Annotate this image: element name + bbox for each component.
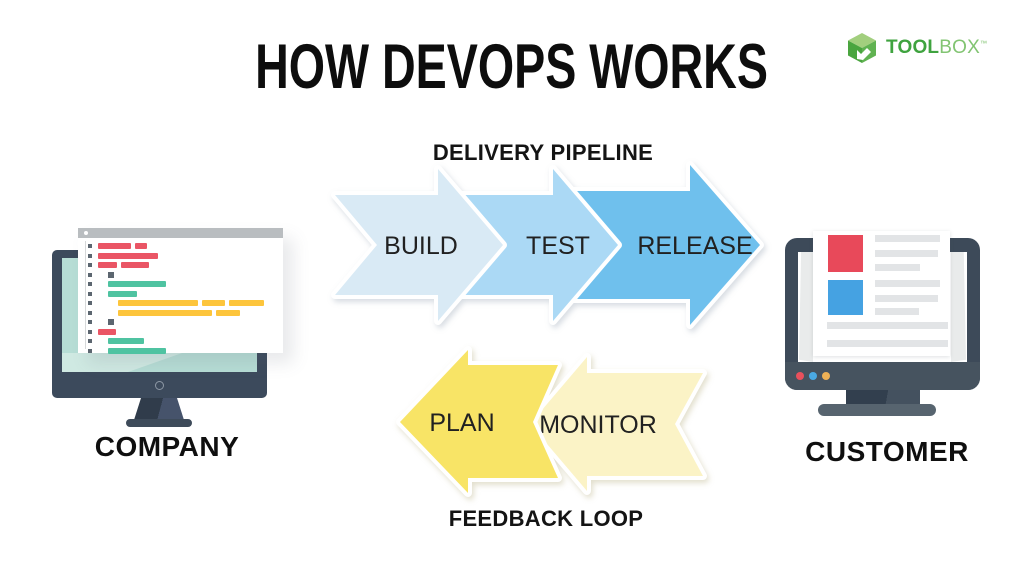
page-text-line [875,264,920,271]
code-text-bar [98,252,158,259]
page-text-line [875,308,919,315]
delivery-pipeline-arrows: RELEASE TEST BUILD [331,161,764,329]
release-arrow: RELEASE [561,161,764,329]
window-dot-icon [84,231,88,235]
gutter-bullet [88,253,92,258]
build-arrow: BUILD [331,165,507,325]
code-row [78,328,283,335]
page-image-blue [828,280,863,315]
company-monitor-button [155,381,164,390]
page-title: HOW DEVOPS WORKS [255,32,769,102]
gutter-bullet [88,329,92,334]
customer-page [813,231,950,356]
code-text-bar [202,300,225,306]
code-text-bar [98,328,116,335]
toolbox-wordmark: TOOLBOX™ [886,37,987,59]
code-row [78,319,283,325]
code-row [78,300,283,306]
code-row [78,281,283,287]
test-label: TEST [526,232,590,260]
toolbox-cube-icon [848,33,876,63]
gutter-bullet [88,272,92,277]
code-editor-titlebar [78,228,283,238]
code-text-bar [98,243,131,249]
plan-arrow: PLAN [396,346,562,497]
code-row [78,347,283,354]
code-row [78,271,283,278]
bezel-dot [809,372,817,380]
code-text-bar [121,262,149,268]
customer-monitor-stand [846,390,920,405]
plan-label: PLAN [429,409,494,437]
gutter-bullet [88,263,92,267]
code-block-marker [108,271,114,278]
code-gutter-divider [85,241,86,349]
code-row [78,309,283,316]
customer-label: CUSTOMER [805,436,969,467]
code-row [78,262,283,268]
gutter-bullet [88,244,92,248]
code-text-bar [135,243,147,249]
company-label: COMPANY [94,431,240,462]
code-text-bar [118,309,212,316]
toolbox-logo: TOOLBOX™ [845,31,987,65]
code-text-bar [108,290,137,297]
page-edge-left [799,252,813,362]
code-row [78,338,283,344]
code-row [78,243,283,249]
page-text-line [827,322,948,329]
feedback-loop-label: FEEDBACK LOOP [448,506,644,531]
gutter-bullet [88,348,92,353]
code-text-bar [229,300,264,306]
page-text-line [875,250,938,257]
code-editor-window [78,228,283,354]
toolbox-word-tool: TOOL [886,37,940,58]
page-title-wrap: HOW DEVOPS WORKS [0,36,1024,99]
code-row [78,290,283,297]
code-text-bar [98,262,117,268]
customer-monitor-bezel [785,362,980,390]
toolbox-word-box: BOX [939,37,980,58]
gutter-bullet [88,320,92,324]
gutter-bullet [88,310,92,315]
customer-monitor-base [818,404,936,416]
code-text-bar [108,281,166,287]
gutter-bullet [88,291,92,296]
build-label: BUILD [384,232,458,260]
code-text-bar [108,338,144,344]
code-block-marker [108,319,114,325]
code-row [78,252,283,259]
page-text-line [875,295,938,302]
page-image-red [828,235,863,272]
bezel-dot [796,372,804,380]
gutter-bullet [88,339,92,343]
company-monitor-stand [134,398,184,420]
page-text-line [827,340,948,347]
release-label: RELEASE [637,232,752,260]
code-text-bar [108,347,166,354]
bezel-dots [796,372,830,380]
gutter-bullet [88,301,92,305]
page-edge-right [951,252,966,362]
page-text-line [875,280,940,287]
code-lines [78,238,283,354]
page-text-line [875,235,940,242]
toolbox-trademark: ™ [979,40,988,48]
feedback-loop-arrows: MONITOR PLAN [396,346,707,497]
code-text-bar [216,309,240,316]
monitor-arrow: MONITOR [526,353,707,495]
monitor-label: MONITOR [539,411,657,439]
company-monitor-base [126,419,192,427]
bezel-dot [822,372,830,380]
code-text-bar [118,300,198,306]
delivery-pipeline-label: DELIVERY PIPELINE [432,140,654,165]
gutter-bullet [88,282,92,286]
